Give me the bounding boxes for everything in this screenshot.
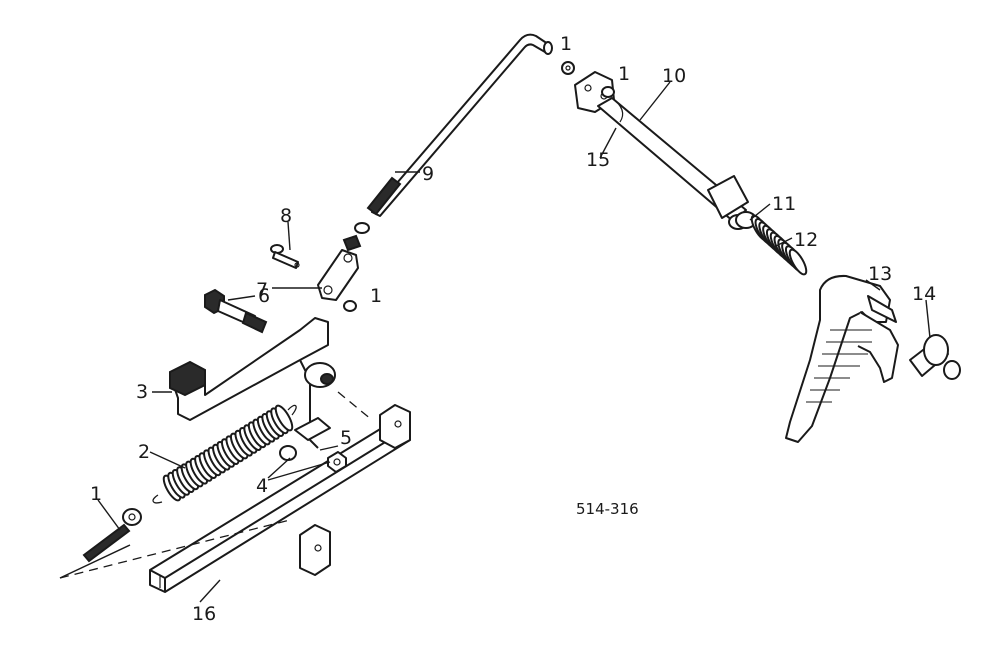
callout-14: 14 (912, 283, 936, 305)
part-6-pivot-bolt (204, 288, 268, 334)
callout-7: 7 (256, 279, 268, 301)
callout-1: 1 (90, 483, 102, 505)
callout-1-washer-bracket: 1 (618, 63, 630, 85)
callout-4: 4 (256, 475, 268, 497)
callout-15: 15 (586, 149, 610, 171)
part-5-nut (327, 451, 347, 473)
leader-lines (97, 81, 931, 603)
callout-5: 5 (340, 427, 352, 449)
washer-top (561, 61, 575, 75)
reference-code: 514-316 (576, 500, 639, 518)
callout-13: 13 (868, 263, 892, 285)
callout-9: 9 (422, 163, 434, 185)
callout-11: 11 (772, 193, 796, 215)
assembly-lines (59, 391, 373, 579)
callout-8: 8 (280, 205, 292, 227)
part-14-bushing (909, 334, 961, 380)
part-7-clevis (317, 234, 362, 312)
part-2-spring (152, 404, 297, 504)
pivot-tube (304, 362, 336, 388)
callout-10: 10 (662, 65, 686, 87)
part-13-shift-fork (785, 274, 899, 443)
spring-coil (274, 404, 294, 432)
part-1-eyebolt (82, 508, 142, 563)
callout-1-washer-clevis: 1 (370, 285, 382, 307)
part-3-pedal-arm (169, 317, 331, 449)
callout-3: 3 (136, 381, 148, 403)
part-9-shift-rod (354, 33, 553, 234)
callout-12: 12 (794, 229, 818, 251)
callout-6: 6 (258, 285, 270, 307)
callout-16: 16 (192, 603, 216, 625)
callout-1-washer-top: 1 (560, 33, 572, 55)
part-10-shaft (597, 97, 749, 230)
callouts: 1 2 3 4 5 6 7 8 9 10 11 12 13 14 15 16 1… (90, 33, 936, 625)
spring-coil (788, 248, 808, 276)
part-8-clevis-pin (270, 244, 300, 269)
callout-2: 2 (138, 441, 150, 463)
part-4-bolt (279, 445, 297, 461)
